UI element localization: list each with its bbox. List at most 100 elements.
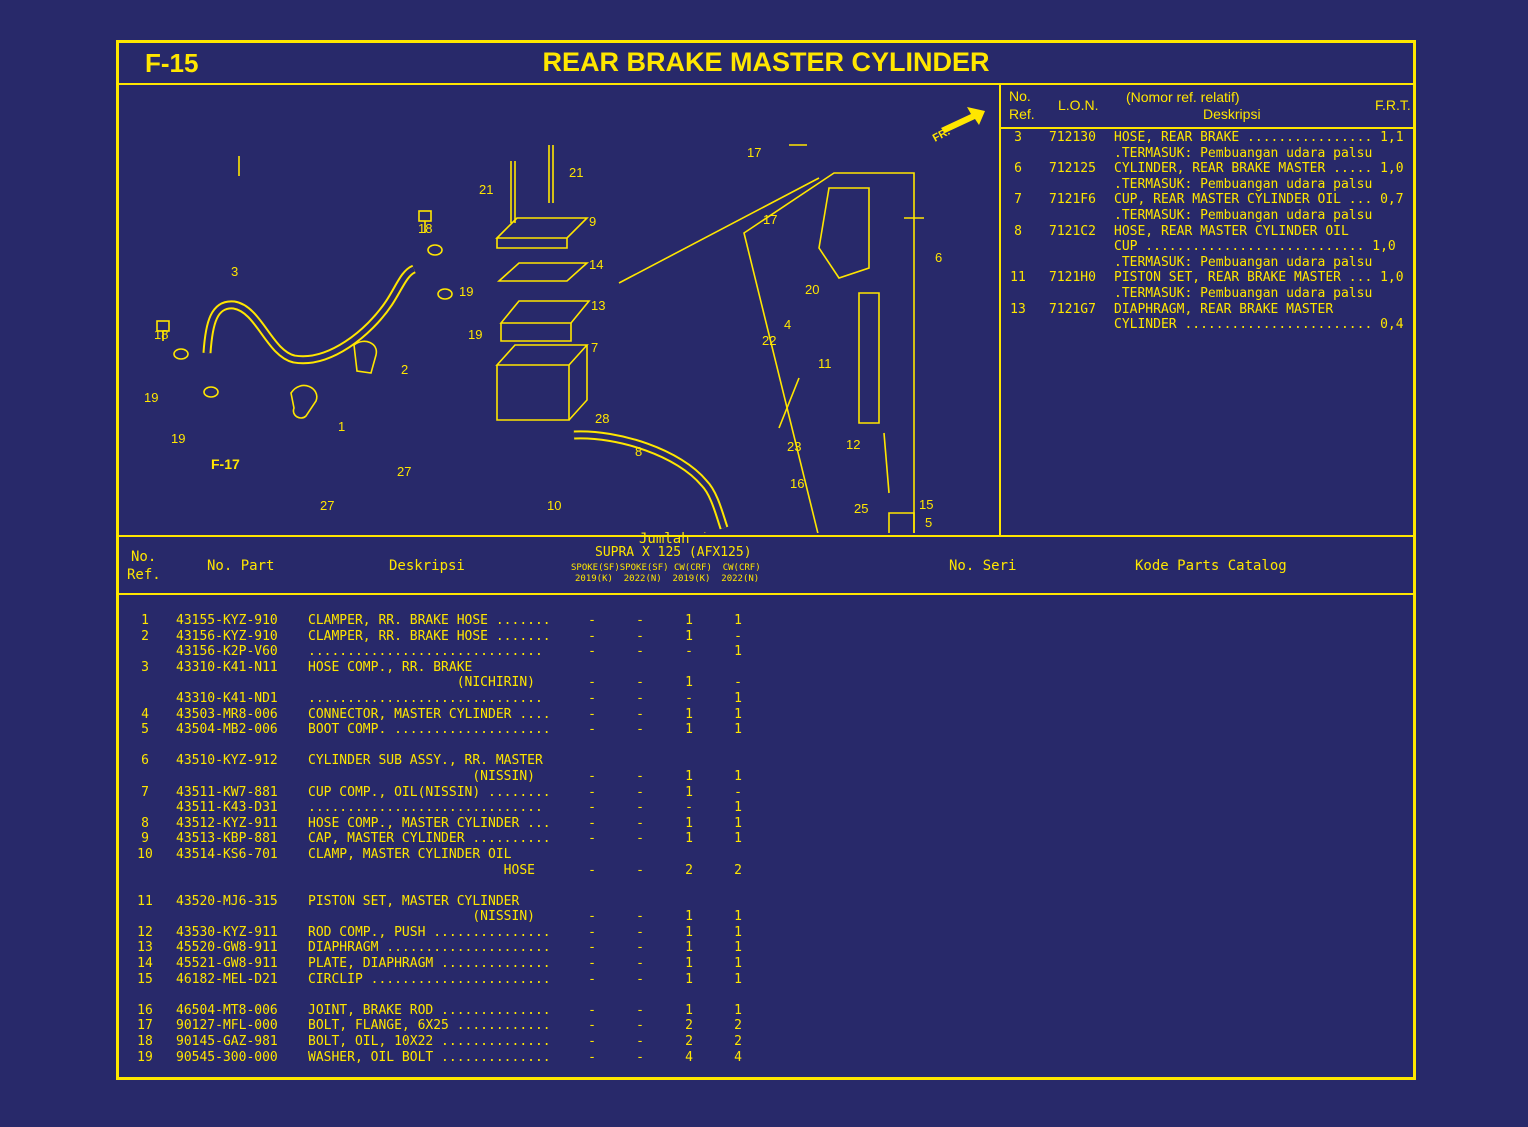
part-description: CLAMP, MASTER CYLINDER OIL bbox=[308, 846, 512, 862]
part-qty: - bbox=[588, 1034, 596, 1050]
lon-head-deskripsi: Deskripsi bbox=[1203, 106, 1261, 122]
svg-text:19: 19 bbox=[468, 327, 482, 342]
lon-code: 7121C2 bbox=[1049, 223, 1096, 239]
part-description: HOSE COMP., RR. BRAKE bbox=[308, 659, 473, 675]
col-variants: SPOKE(SF)SPOKE(SF) CW(CRF) CW(CRF) bbox=[571, 563, 761, 573]
part-description: CLAMPER, RR. BRAKE HOSE ....... bbox=[308, 628, 551, 644]
part-qty: - bbox=[636, 1049, 644, 1065]
part-ref: 8 bbox=[141, 815, 149, 831]
svg-text:27: 27 bbox=[397, 464, 411, 479]
part-qty: 1 bbox=[685, 956, 693, 972]
part-qty: - bbox=[588, 800, 596, 816]
lon-desc: .TERMASUK: Pembuangan udara palsu bbox=[1114, 145, 1373, 161]
lon-desc: CUP ............................ 1,0 bbox=[1114, 239, 1396, 255]
part-qty: - bbox=[734, 784, 742, 800]
part-number: 43310-K41-ND1 bbox=[176, 690, 278, 706]
part-description: CLAMPER, RR. BRAKE HOSE ....... bbox=[308, 613, 551, 628]
svg-text:15: 15 bbox=[919, 497, 933, 512]
page-title: REAR BRAKE MASTER CYLINDER bbox=[542, 47, 990, 77]
col-ref: Ref. bbox=[127, 567, 161, 583]
part-description: HOSE bbox=[308, 862, 535, 878]
part-number: 90545-300-000 bbox=[176, 1049, 278, 1065]
part-qty: 1 bbox=[734, 831, 742, 847]
part-qty: - bbox=[588, 862, 596, 878]
part-qty: - bbox=[636, 971, 644, 987]
lon-row: .TERMASUK: Pembuangan udara palsu bbox=[1001, 177, 1413, 193]
part-number: 43503-MR8-006 bbox=[176, 706, 278, 722]
part-ref: 9 bbox=[141, 831, 149, 847]
lon-table: No. Ref. L.O.N. (Nomor ref. relatif) Des… bbox=[1001, 83, 1413, 535]
part-description: CONNECTOR, MASTER CYLINDER .... bbox=[308, 706, 551, 722]
part-qty: - bbox=[636, 815, 644, 831]
part-qty: 1 bbox=[734, 800, 742, 816]
part-qty: - bbox=[636, 1002, 644, 1018]
col-model: SUPRA X 125 (AFX125) bbox=[595, 545, 752, 560]
svg-text:17: 17 bbox=[747, 145, 761, 160]
part-qty: 2 bbox=[734, 1034, 742, 1050]
part-qty: 1 bbox=[685, 768, 693, 784]
part-number: 43155-KYZ-910 bbox=[176, 613, 278, 628]
part-qty: 1 bbox=[685, 815, 693, 831]
part-qty: - bbox=[636, 706, 644, 722]
lon-head-no: No. bbox=[1009, 88, 1031, 104]
part-qty: 1 bbox=[685, 940, 693, 956]
part-description: (NICHIRIN) bbox=[308, 675, 535, 691]
part-qty: 1 bbox=[685, 613, 693, 628]
part-ref: 12 bbox=[137, 924, 153, 940]
part-description: BOLT, OIL, 10X22 .............. bbox=[308, 1034, 551, 1050]
svg-text:18: 18 bbox=[418, 221, 432, 236]
parts-row: 43511-K43-D31...........................… bbox=[119, 800, 1413, 816]
part-number: 43156-K2P-V60 bbox=[176, 644, 278, 660]
svg-text:F-17: F-17 bbox=[211, 456, 240, 472]
lon-desc: HOSE, REAR MASTER CYLINDER OIL bbox=[1114, 223, 1349, 239]
part-ref: 10 bbox=[137, 846, 153, 862]
part-qty: - bbox=[636, 768, 644, 784]
lon-ref: 6 bbox=[1014, 161, 1022, 177]
part-qty: 1 bbox=[685, 1002, 693, 1018]
lon-desc: PISTON SET, REAR BRAKE MASTER ... 1,0 bbox=[1114, 270, 1404, 286]
parts-row: 1 43155-KYZ-910 CLAMPER, RR. BRAKE HOSE ..… bbox=[119, 613, 1413, 629]
part-description: PISTON SET, MASTER CYLINDER bbox=[308, 893, 520, 909]
part-qty: 1 bbox=[734, 1002, 742, 1018]
col-no: No. bbox=[131, 549, 157, 565]
lon-row: CUP ............................ 1,0 bbox=[1001, 239, 1413, 255]
svg-text:18: 18 bbox=[154, 327, 168, 342]
lon-row: CYLINDER ........................ 0,4 bbox=[1001, 317, 1413, 333]
part-number: 43530-KYZ-911 bbox=[176, 924, 278, 940]
part-ref: 13 bbox=[137, 940, 153, 956]
part-number: 43510-KYZ-912 bbox=[176, 753, 278, 769]
lon-ref: 11 bbox=[1010, 270, 1026, 286]
svg-text:19: 19 bbox=[171, 431, 185, 446]
parts-row: 43310-K41-ND1...........................… bbox=[119, 691, 1413, 707]
lon-desc: .TERMASUK: Pembuangan udara palsu bbox=[1114, 285, 1373, 301]
part-qty: 1 bbox=[734, 613, 742, 628]
part-ref: 7 bbox=[141, 784, 149, 800]
lon-row: .TERMASUK: Pembuangan udara palsu bbox=[1001, 286, 1413, 302]
part-qty: - bbox=[685, 800, 693, 816]
svg-text:21: 21 bbox=[479, 182, 493, 197]
page-header: F-15 REAR BRAKE MASTER CYLINDER bbox=[119, 43, 1413, 85]
lon-table-header: No. Ref. L.O.N. (Nomor ref. relatif) Des… bbox=[1001, 83, 1413, 129]
part-qty: - bbox=[588, 768, 596, 784]
part-qty: - bbox=[588, 924, 596, 940]
svg-text:12: 12 bbox=[846, 437, 860, 452]
svg-text:8: 8 bbox=[635, 444, 642, 459]
part-qty: - bbox=[588, 784, 596, 800]
part-number: 43514-KS6-701 bbox=[176, 846, 278, 862]
part-qty: - bbox=[636, 675, 644, 691]
part-description: (NISSIN) bbox=[308, 909, 535, 925]
